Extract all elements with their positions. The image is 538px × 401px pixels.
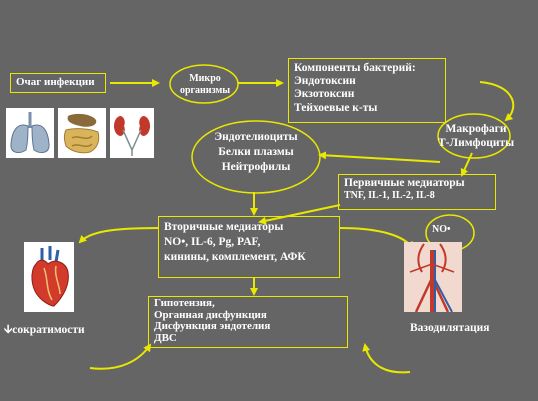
down-arrow-icon: 🡫 bbox=[4, 324, 13, 336]
vasodilation-label: Вазодилятация bbox=[410, 322, 490, 334]
arrow-macrophages-to-targets bbox=[318, 151, 441, 163]
immune-ellipse bbox=[437, 113, 511, 159]
no-label: NO• bbox=[432, 224, 451, 235]
immune-cells-label: Макрофаги Т-Лимфоциты bbox=[438, 123, 515, 149]
arrow-primary-to-secondary bbox=[258, 204, 341, 225]
targets-ellipse bbox=[191, 120, 321, 194]
arrow-secondary-to-vessels bbox=[339, 227, 414, 250]
arrow-macrophages-to-primary bbox=[460, 152, 473, 177]
arrow-vessels-to-outcomes bbox=[362, 343, 411, 374]
outcomes-box: Гипотензия, Органная дисфункция Дисфункц… bbox=[148, 296, 348, 348]
targets-label: Эндотелиоциты Белки плазмы Нейтрофилы bbox=[214, 131, 298, 173]
intestines-icon bbox=[58, 108, 106, 158]
blood-vessels-icon bbox=[404, 242, 462, 312]
bacterial-components-box: Компоненты бактерий: Эндотоксин Экзотокс… bbox=[288, 58, 446, 123]
kidneys-icon bbox=[110, 108, 154, 158]
infection-label: Очаг инфекции bbox=[16, 76, 95, 88]
arrow-components-to-macrophages bbox=[479, 81, 515, 122]
microbes-label: Микро организмы bbox=[179, 73, 231, 96]
microbes-ellipse bbox=[169, 64, 239, 104]
infection-box: Очаг инфекции bbox=[10, 73, 106, 93]
arrow-secondary-to-heart bbox=[78, 227, 159, 244]
secondary-mediators-box: Вторичные медиаторы NO•, IL-6, Pg, PAF, … bbox=[158, 216, 340, 278]
lungs-icon bbox=[6, 108, 54, 158]
contractility-label: 🡫сократимости bbox=[4, 324, 85, 336]
arrow-heart-to-outcomes bbox=[89, 343, 152, 370]
primary-mediators-box: Первичные медиаторы TNF, IL-1, IL-2, IL-… bbox=[338, 174, 496, 210]
heart-icon bbox=[24, 242, 74, 312]
